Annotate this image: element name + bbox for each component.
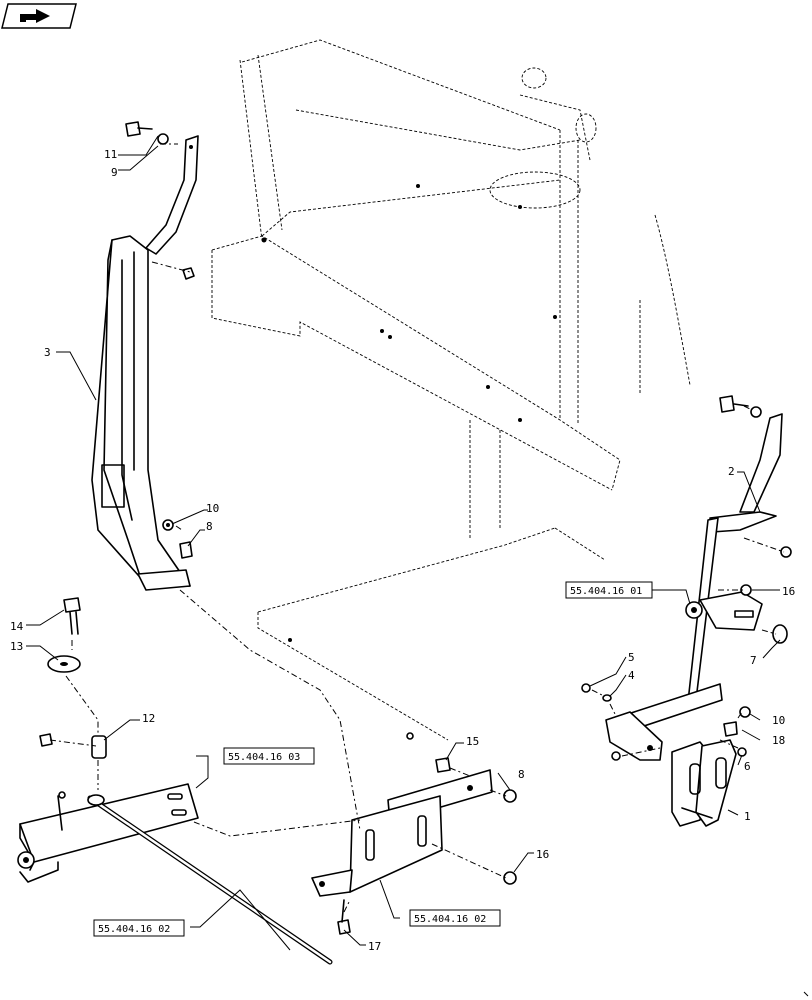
next-page-arrow-icon[interactable] — [1, 3, 77, 29]
callout-2: 2 — [728, 465, 735, 478]
assembly-centerlines — [49, 143, 785, 913]
callout-17: 17 — [368, 940, 381, 953]
center-bracket-plate — [311, 732, 517, 935]
cab-frame-ghost — [211, 39, 691, 741]
latch-assembly — [671, 739, 737, 827]
svg-text:55.404.16 01: 55.404.16 01 — [570, 586, 642, 597]
callout-8-center: 8 — [518, 768, 525, 781]
svg-text:55.404.16 03: 55.404.16 03 — [228, 752, 300, 763]
callout-13: 13 — [10, 640, 23, 653]
lower-mounting-rail — [17, 783, 199, 883]
callout-1: 1 — [744, 810, 751, 823]
svg-text:55.404.16 02: 55.404.16 02 — [98, 924, 170, 935]
corner-mark — [803, 991, 809, 997]
left-loose-hardware — [39, 597, 107, 759]
callout-15: 15 — [466, 735, 479, 748]
callout-5: 5 — [628, 651, 635, 664]
callout-11: 11 — [104, 148, 117, 161]
left-bracket-hardware — [125, 121, 195, 559]
callout-8-left: 8 — [206, 520, 213, 533]
leader-lines — [26, 135, 781, 951]
reference-55-404-16-02-left[interactable]: 55.404.16 02 — [93, 919, 185, 937]
callout-3: 3 — [44, 346, 51, 359]
callout-16-center: 16 — [536, 848, 549, 861]
right-support-bracket — [581, 395, 792, 761]
left-support-bracket — [91, 135, 199, 591]
reference-55-404-16-03[interactable]: 55.404.16 03 — [223, 747, 315, 765]
callout-16-right: 16 — [782, 585, 795, 598]
callout-7: 7 — [750, 654, 757, 667]
control-rod — [87, 794, 333, 965]
callout-6: 6 — [744, 760, 751, 773]
svg-text:55.404.16 02: 55.404.16 02 — [414, 914, 486, 925]
callout-4: 4 — [628, 669, 635, 682]
reference-55-404-16-02-center[interactable]: 55.404.16 02 — [409, 909, 501, 927]
callout-10-left: 10 — [206, 502, 219, 515]
callout-18: 18 — [772, 734, 785, 747]
callout-12: 12 — [142, 712, 155, 725]
callout-14: 14 — [10, 620, 24, 633]
callout-9: 9 — [111, 166, 118, 179]
callout-numbers: 11 9 3 10 8 14 13 12 15 8 16 17 2 16 7 5… — [10, 148, 795, 953]
reference-55-404-16-01[interactable]: 55.404.16 01 — [565, 581, 653, 599]
callout-10-right: 10 — [772, 714, 785, 727]
